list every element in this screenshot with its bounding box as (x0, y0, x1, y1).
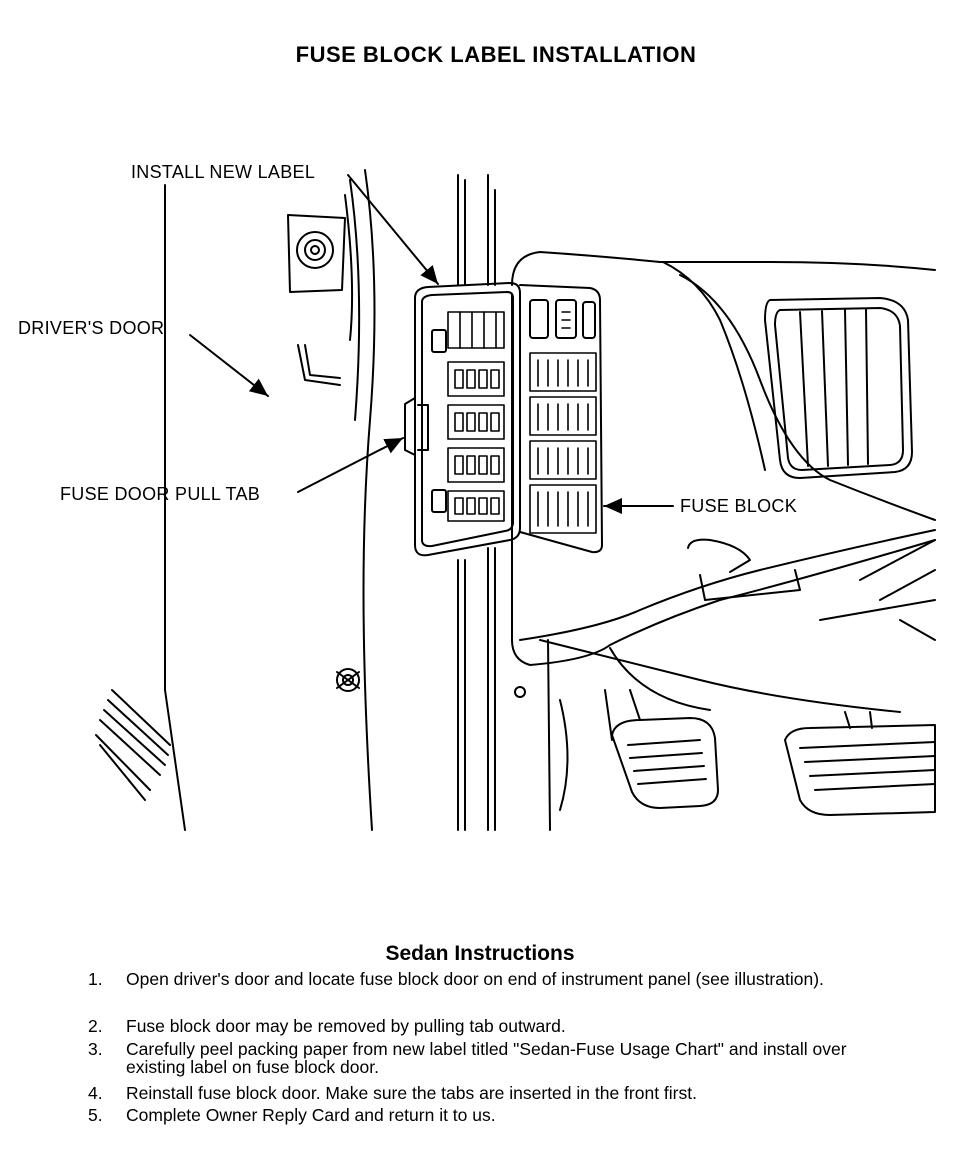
step-text: Open driver's door and locate fuse block… (126, 969, 824, 989)
step-text: Carefully peel packing paper from new la… (126, 1039, 847, 1077)
instruction-step: 4. Reinstall fuse block door. Make sure … (88, 1084, 888, 1104)
instrument-panel (511, 251, 936, 713)
pedals (559, 689, 936, 816)
instruction-step: 3. Carefully peel packing paper from new… (88, 1040, 888, 1080)
label-drivers-door: DRIVER'S DOOR (18, 318, 165, 338)
fuse-block-door (404, 282, 521, 557)
label-fuse-door-pull-tab: FUSE DOOR PULL TAB (60, 484, 261, 504)
step-number: 2. (88, 1016, 103, 1036)
step-number: 3. (88, 1039, 103, 1059)
fuse-block-drawing (519, 284, 603, 554)
drivers-door-drawing (95, 169, 376, 831)
instruction-step: 1. Open driver's door and locate fuse bl… (88, 970, 888, 1010)
body-pillar (457, 174, 551, 831)
step-number: 5. (88, 1105, 103, 1125)
fuse-block-illustration (95, 169, 936, 831)
instruction-step: 5. Complete Owner Reply Card and return … (88, 1106, 888, 1126)
step-text: Complete Owner Reply Card and return it … (126, 1105, 496, 1125)
step-number: 1. (88, 969, 103, 989)
page-title: FUSE BLOCK LABEL INSTALLATION (295, 42, 697, 67)
step-text: Reinstall fuse block door. Make sure the… (126, 1083, 697, 1103)
label-fuse-block: FUSE BLOCK (680, 496, 798, 516)
instruction-step: 2. Fuse block door may be removed by pul… (88, 1017, 888, 1037)
step-text: Fuse block door may be removed by pullin… (126, 1016, 566, 1036)
step-number: 4. (88, 1083, 103, 1103)
instructions-heading: Sedan Instructions (385, 942, 575, 965)
callout-leaders (189, 174, 674, 514)
label-install-new-label: INSTALL NEW LABEL (131, 162, 316, 182)
